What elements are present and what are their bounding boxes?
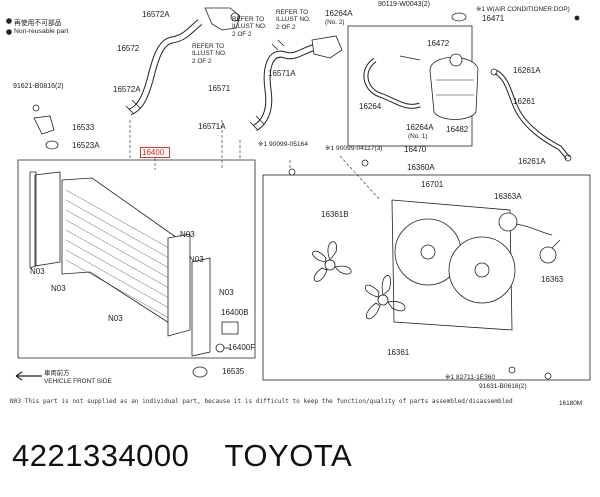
label-16533[interactable]: 16533 <box>72 123 95 132</box>
front-jp: 車両前方 <box>44 370 70 377</box>
label-90119[interactable]: 90119-W0043(2) <box>378 1 431 8</box>
radiator-cap-16471 <box>451 12 467 22</box>
footnote-n03: N03 This part is not supplied as an indi… <box>10 398 513 405</box>
label-ac-note: ※1 W(AIR CONDITIONER:DOP) <box>476 6 570 13</box>
bolt-90099-04117 <box>361 159 369 167</box>
front-arrow <box>15 371 42 381</box>
label-16261[interactable]: 16261 <box>513 97 536 106</box>
label-16400[interactable]: 16400 <box>142 148 165 157</box>
label-16363[interactable]: 16363 <box>541 275 564 284</box>
label-16261A[interactable]: 16261A <box>513 66 541 75</box>
radiator-box <box>17 159 256 359</box>
label-16361[interactable]: 16361 <box>387 348 410 357</box>
label-16571A[interactable]: 16571A <box>268 69 296 78</box>
legend-reuse-dot <box>6 18 12 24</box>
front-en: VEHICLE FRONT SIDE <box>44 378 112 385</box>
label-16535[interactable]: 16535 <box>222 367 245 376</box>
fan-16361 <box>364 275 406 320</box>
label-n03-f: N03 <box>108 314 123 323</box>
label-n03-a: N03 <box>180 230 195 239</box>
label-16264A[interactable]: 16264A <box>325 9 353 18</box>
label-16363A[interactable]: 16363A <box>494 192 522 201</box>
label-82711[interactable]: ※1 82711-1E360 <box>445 374 496 381</box>
radiator-16400 <box>29 171 211 357</box>
label-16264A-no1: (No. 1) <box>408 133 428 140</box>
label-16572[interactable]: 16572 <box>117 44 140 53</box>
label-91621[interactable]: 91621-B0816(2) <box>13 83 64 90</box>
bracket-16533 <box>32 104 55 135</box>
upper-hose-16572 <box>125 7 241 116</box>
part-number: 4221334000 <box>12 438 190 473</box>
diagram-id: 16180M <box>559 400 583 407</box>
fan-shroud-16701 <box>391 199 516 331</box>
cushion-16523A <box>45 140 59 150</box>
label-16523A[interactable]: 16523A <box>72 141 100 150</box>
lower-hose-16571 <box>249 35 343 132</box>
label-16264[interactable]: 16264 <box>359 102 382 111</box>
label-16571A-2[interactable]: 16571A <box>198 122 226 131</box>
label-90099-05164[interactable]: ※1 90099-05164 <box>258 141 308 148</box>
label-16572A[interactable]: 16572A <box>142 10 170 19</box>
wire-82711 <box>508 366 516 374</box>
bolt-91631 <box>544 372 552 380</box>
brand-name: TOYOTA <box>224 438 353 473</box>
label-16471[interactable]: 16471 <box>482 14 505 23</box>
label-91631[interactable]: 91631-B0616(2) <box>479 383 527 390</box>
reserve-tank <box>363 53 479 120</box>
label-16361B[interactable]: 16361B <box>321 210 349 219</box>
fan-box <box>262 174 591 381</box>
label-16701[interactable]: 16701 <box>421 180 444 189</box>
legend-nonreuse-dot <box>6 29 12 35</box>
fan-16361B <box>312 241 352 282</box>
bolt-90099-05164 <box>288 168 296 176</box>
label-16264A-2[interactable]: 16264A <box>406 123 434 132</box>
cushion-16535 <box>192 366 208 378</box>
legend-nonreuse: Non-reusable part <box>14 28 69 35</box>
label-16572A-2[interactable]: 16572A <box>113 85 141 94</box>
motor-16363 <box>539 239 561 264</box>
label-16571[interactable]: 16571 <box>208 84 231 93</box>
label-90099-04117[interactable]: ※1 90099-04117(3) <box>325 145 383 152</box>
drain-cock-16400F <box>215 321 239 353</box>
label-16261A-2[interactable]: 16261A <box>518 157 546 166</box>
label-16400F[interactable]: 16400F <box>228 343 256 352</box>
label-n03-e: N03 <box>51 284 66 293</box>
label-n03-b: N03 <box>189 255 204 264</box>
label-16472[interactable]: 16472 <box>427 39 450 48</box>
legend-reuse: 再使用不可部品 <box>14 20 62 27</box>
overflow-hose-16261 <box>490 68 572 162</box>
label-16400B[interactable]: 16400B <box>221 308 249 317</box>
label-n03-c: N03 <box>219 288 234 297</box>
highlight-16400 <box>140 147 170 158</box>
label-16264A-no2: (No. 2) <box>325 19 345 26</box>
label-16360A[interactable]: 16360A <box>407 163 435 172</box>
label-n03-d: N03 <box>30 267 45 276</box>
label-16470[interactable]: 16470 <box>404 145 427 154</box>
motor-16363A <box>498 212 553 236</box>
bottom-caption: 4221334000 TOYOTA <box>12 438 352 474</box>
dot-marker <box>574 15 580 21</box>
label-16482[interactable]: 16482 <box>446 125 469 134</box>
